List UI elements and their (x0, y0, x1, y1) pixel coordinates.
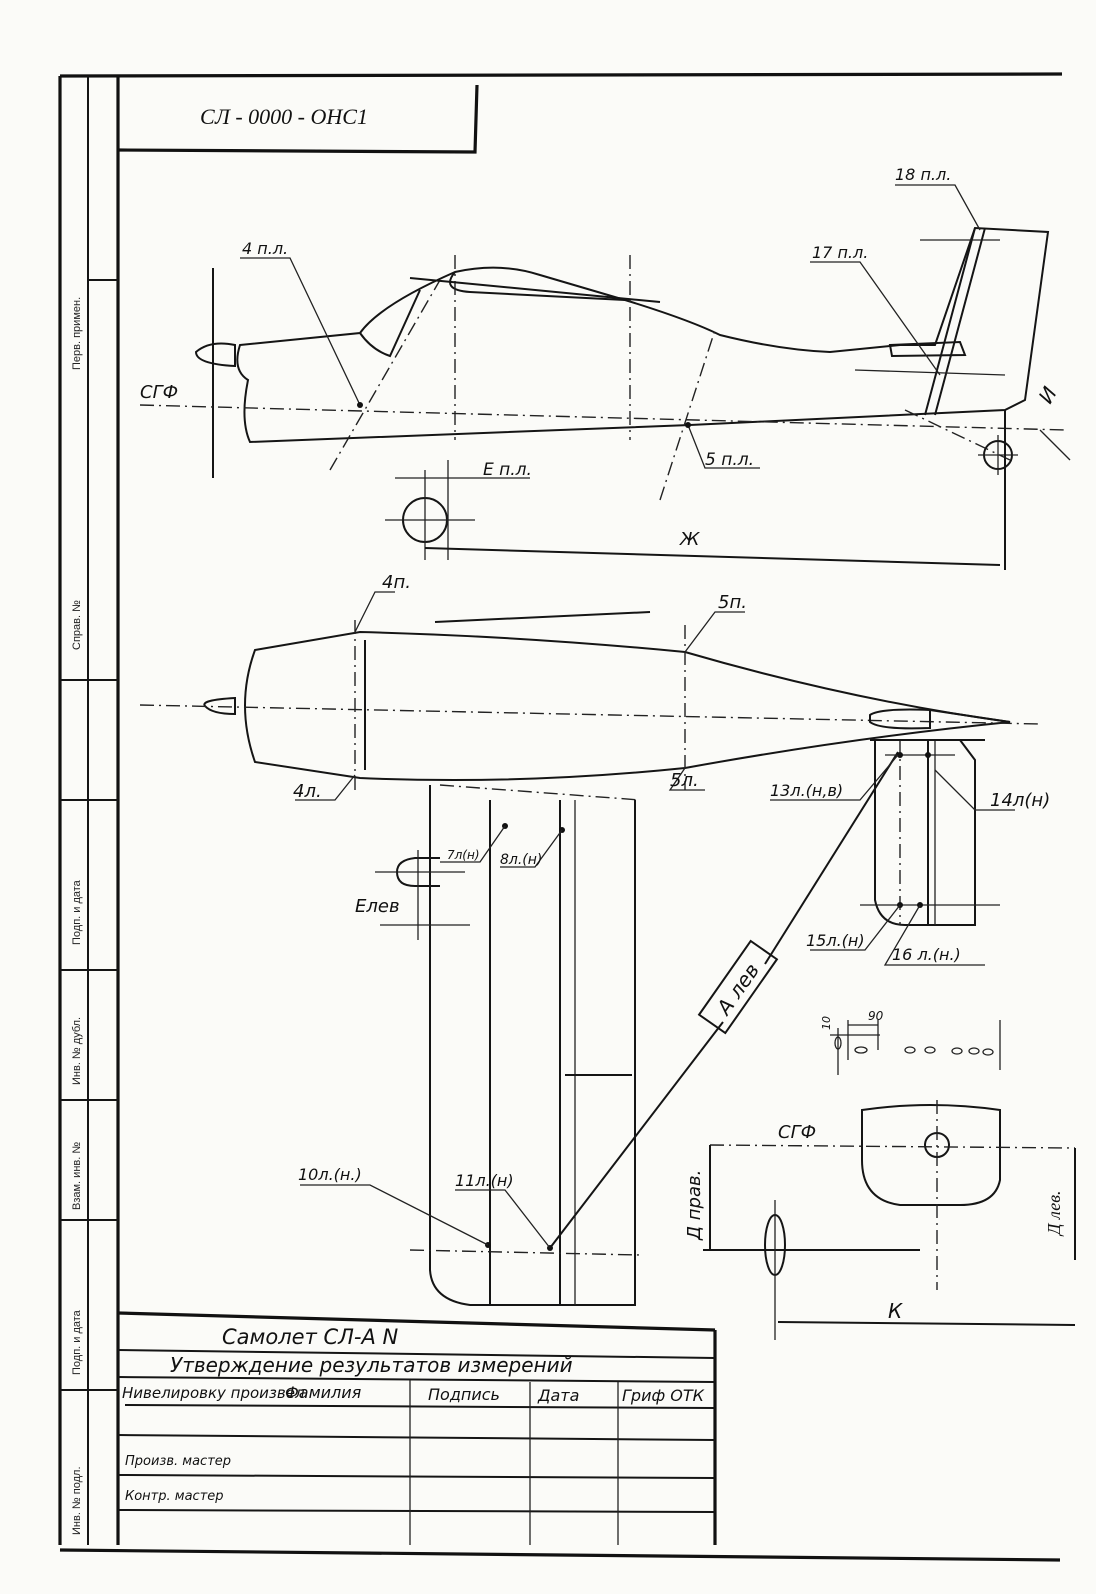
sheet-frame (58, 72, 1063, 1562)
label-e-lev: Елев (355, 896, 400, 917)
label-e-pl: Е п.л. (483, 460, 532, 480)
dim-10: 10 (820, 1016, 833, 1030)
label-7l: 7л(н) (447, 848, 480, 862)
stamp-label: Подп. и дата (71, 879, 83, 945)
stamp-label: Взам. инв. № (71, 1142, 83, 1210)
header-otk: Гриф ОТК (622, 1386, 705, 1405)
label-14l: 14л(н) (990, 790, 1050, 811)
label-10l: 10л.(н.) (298, 1165, 362, 1184)
side-stamp-labels: Перв. примен. Справ. № Подп. и дата Инв.… (71, 297, 83, 1535)
title-aircraft: Самолет СЛ-А N (222, 1325, 399, 1349)
header-date: Дата (537, 1386, 579, 1405)
label-17pl: 17 п.л. (812, 243, 868, 262)
label-5l: 5л. (670, 770, 699, 791)
header-leveling: Нивелировку произвел (122, 1384, 305, 1402)
label-11l: 11л.(н) (455, 1171, 514, 1190)
hole-spacing-detail: 10 90 (820, 1009, 1001, 1075)
stamp-label: Справ. № (71, 600, 83, 650)
label-k: К (888, 1299, 903, 1323)
label-i: И (1034, 383, 1062, 408)
label-4pl: 4 п.л. (242, 239, 288, 258)
label-sgf-front: СГФ (778, 1122, 816, 1143)
label-d-lev: Д лев. (1044, 1190, 1064, 1237)
row-control-master: Контр. мастер (125, 1489, 224, 1504)
label-4p: 4п. (382, 572, 411, 593)
label-d-prav: Д прав. (684, 1170, 705, 1241)
plan-view-labels: 4п. 5п. 4л. 5л. 13л.(н,в) 14л(н) 7л(н) 8… (293, 572, 1050, 1190)
row-production-master: Произв. мастер (125, 1454, 231, 1469)
label-8l: 8л.(н) (500, 852, 542, 868)
side-view-labels: 4 п.л. 17 п.л. 18 п.л. СГФ 5 п.л. Е п.л.… (140, 165, 1062, 550)
front-view: СГФ Д прав. Д лев. К (684, 1100, 1076, 1340)
side-view (139, 184, 1071, 570)
label-5pl: 5 п.л. (705, 450, 754, 470)
title-block: Самолет СЛ-А N Утверждение результатов и… (117, 1311, 717, 1545)
header-surname: Фамилия (285, 1383, 362, 1402)
stamp-label: Инв. № дубл. (71, 1017, 83, 1085)
label-5p: 5п. (718, 592, 747, 613)
label-4l: 4л. (293, 781, 322, 802)
label-sgf-side: СГФ (140, 382, 178, 403)
label-13l: 13л.(н,в) (770, 781, 843, 800)
label-15l: 15л.(н) (806, 931, 865, 950)
header-signature: Подпись (428, 1385, 500, 1404)
label-zh: Ж (679, 529, 700, 550)
drawing-number: СЛ - 0000 - ОНС1 (200, 104, 368, 129)
label-16l: 16 л.(н.) (892, 945, 961, 964)
stamp-label: Подп. и дата (71, 1309, 83, 1375)
dim-90: 90 (868, 1009, 884, 1023)
title-subtitle: Утверждение результатов измерений (170, 1353, 573, 1377)
stamp-label: Перв. примен. (71, 297, 83, 370)
stamp-label: Инв. № подл. (71, 1466, 83, 1535)
label-18pl: 18 п.л. (895, 165, 951, 184)
